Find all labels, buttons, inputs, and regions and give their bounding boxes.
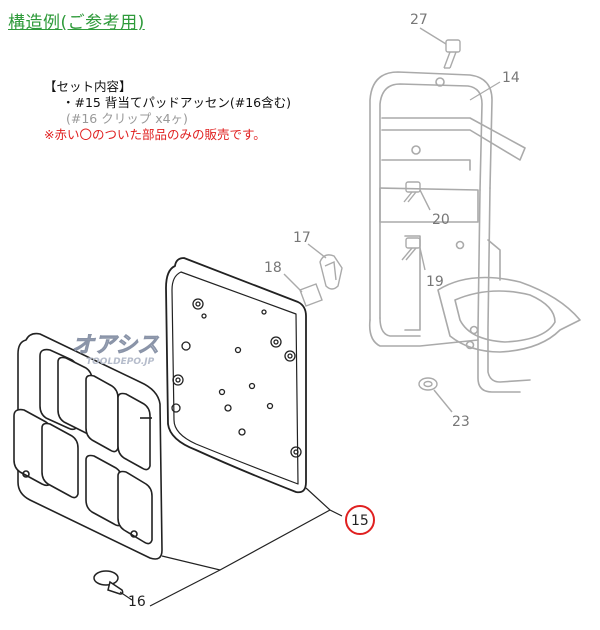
highlight-circle-15 (345, 505, 375, 535)
callout-14: 14 (502, 70, 520, 86)
watermark-sub: TOOLDEPO.JP (86, 357, 155, 367)
callout-18: 18 (264, 260, 282, 276)
callout-16: 16 (128, 594, 146, 610)
cushion-pad (13, 332, 163, 560)
callout-20: 20 (432, 212, 450, 228)
clip-16 (93, 570, 124, 595)
set-contents-header: 【セット内容】 (44, 79, 132, 94)
callout-27: 27 (410, 12, 428, 28)
frame-assembly (368, 71, 581, 393)
back-plate (165, 257, 307, 494)
bolt-20 (403, 181, 431, 211)
callout-17: 17 (293, 230, 311, 246)
callout-leaders (119, 487, 343, 607)
callout-23: 23 (452, 414, 470, 430)
set-contents-item: ・#15 背当てパッドアッセン(#16含む) (62, 95, 291, 110)
set-contents-box: 【セット内容】 ・#15 背当てパッドアッセン(#16含む) (#16 クリップ… (44, 79, 291, 143)
bolt-27 (419, 27, 461, 69)
callout-19: 19 (426, 274, 444, 290)
bracket-18 (283, 273, 323, 307)
sale-note: ※赤い〇のついた部品のみの販売です。 (44, 127, 266, 142)
leader-14 (469, 81, 501, 101)
diagram-title: 構造例(ご参考用) (8, 13, 145, 33)
set-contents-sub: (#16 クリップ x4ヶ) (66, 111, 188, 126)
watermark-logo: オアシス (72, 333, 159, 358)
bolt-19 (401, 237, 426, 271)
grommet-23 (418, 377, 453, 413)
clip-17 (307, 243, 343, 290)
callout-15: 15 (351, 513, 369, 529)
